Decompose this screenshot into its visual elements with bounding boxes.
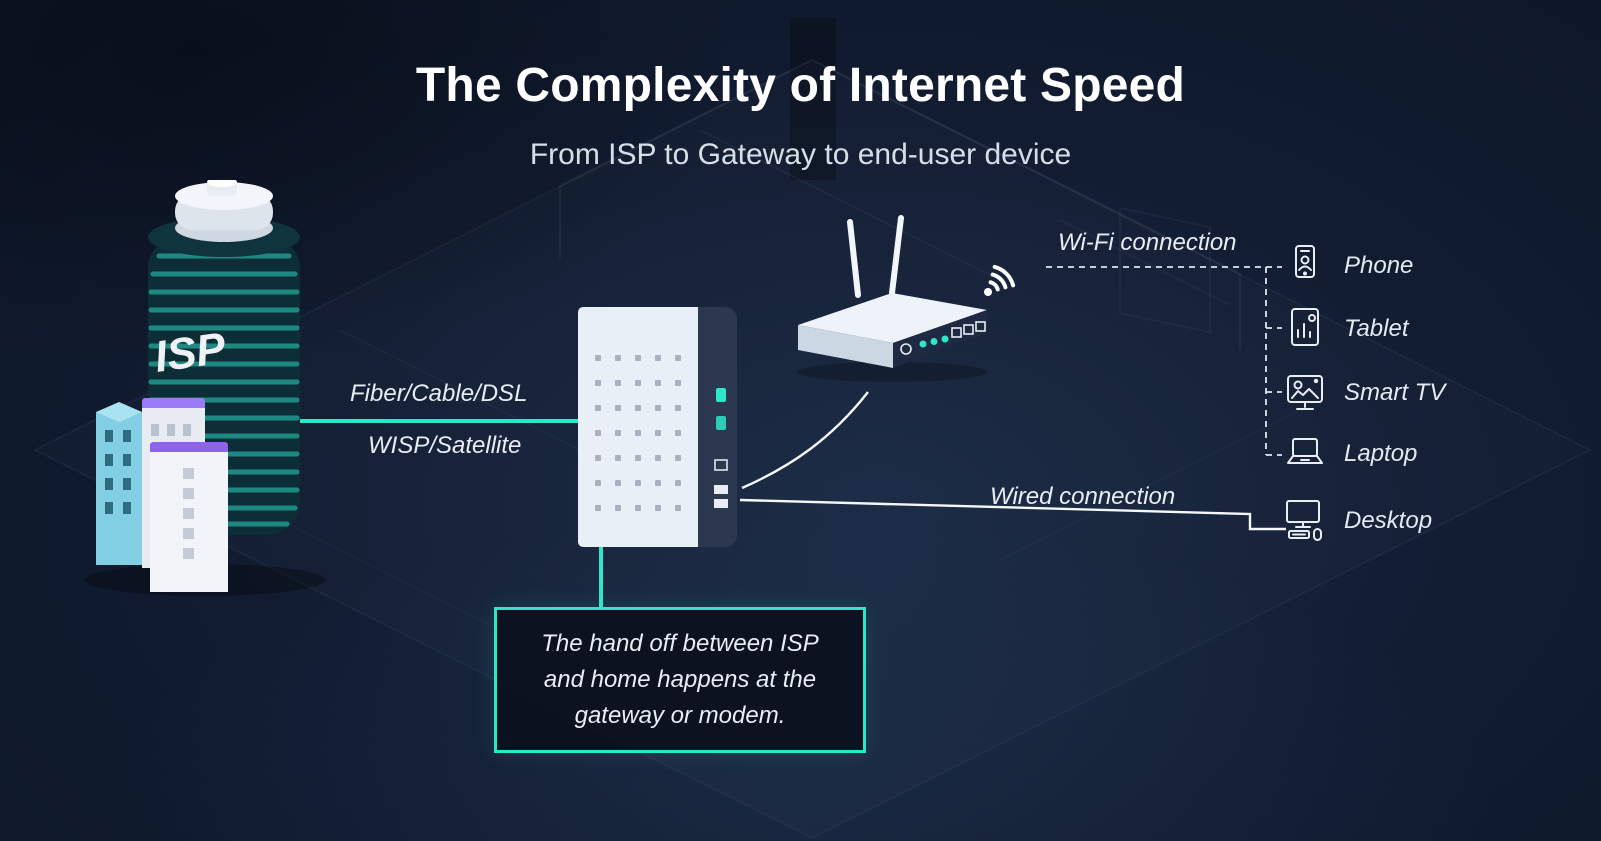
router-front-controls [900,321,986,355]
desktop-icon [1286,500,1322,541]
tablet-icon [1291,308,1319,346]
label-wisp-satellite: WISP/Satellite [368,432,522,459]
page-subtitle: From ISP to Gateway to end-user device [529,138,1072,171]
router-illustration [797,215,1016,382]
gateway-callout-text: The hand off between ISP and home happen… [541,630,819,729]
isp-label: ISP [152,323,230,381]
phone-icon [1295,245,1315,278]
wired-connection-line [739,498,1286,531]
device-label: Phone [1344,252,1414,279]
device-label: Laptop [1344,440,1418,467]
modem-status-lights [714,388,728,508]
isp-small-buildings [96,398,228,592]
page-title: The Complexity of Internet Speed [415,59,1186,112]
device-label: Tablet [1344,315,1409,342]
device-row-desktop: Desktop [1284,497,1432,545]
router-top [798,293,987,343]
label-wired-connection: Wired connection [990,483,1176,510]
wifi-signal-icon [984,264,1016,296]
device-label: Desktop [1344,507,1433,534]
device-row-tablet: Tablet [1284,305,1409,353]
isp-building-illustration: ISP [85,180,325,596]
device-row-smart-tv: Smart TV [1284,369,1445,417]
device-row-phone: Phone [1284,242,1413,290]
wifi-dashed-lines [1046,266,1282,456]
modem-vent-dots [595,355,681,511]
smart-tv-icon [1287,375,1323,410]
router-antennas [847,215,904,298]
label-fiber-cable-dsl: Fiber/Cable/DSL [350,380,528,407]
device-row-laptop: Laptop [1284,430,1417,478]
label-wifi-connection: Wi-Fi connection [1058,229,1237,256]
device-label: Smart TV [1344,379,1446,406]
router-to-modem-line [741,391,869,490]
laptop-icon [1287,438,1323,464]
modem-gateway-illustration [578,307,737,547]
gateway-callout-box: The hand off between ISP and home happen… [494,607,866,753]
router-front-left [798,325,893,368]
